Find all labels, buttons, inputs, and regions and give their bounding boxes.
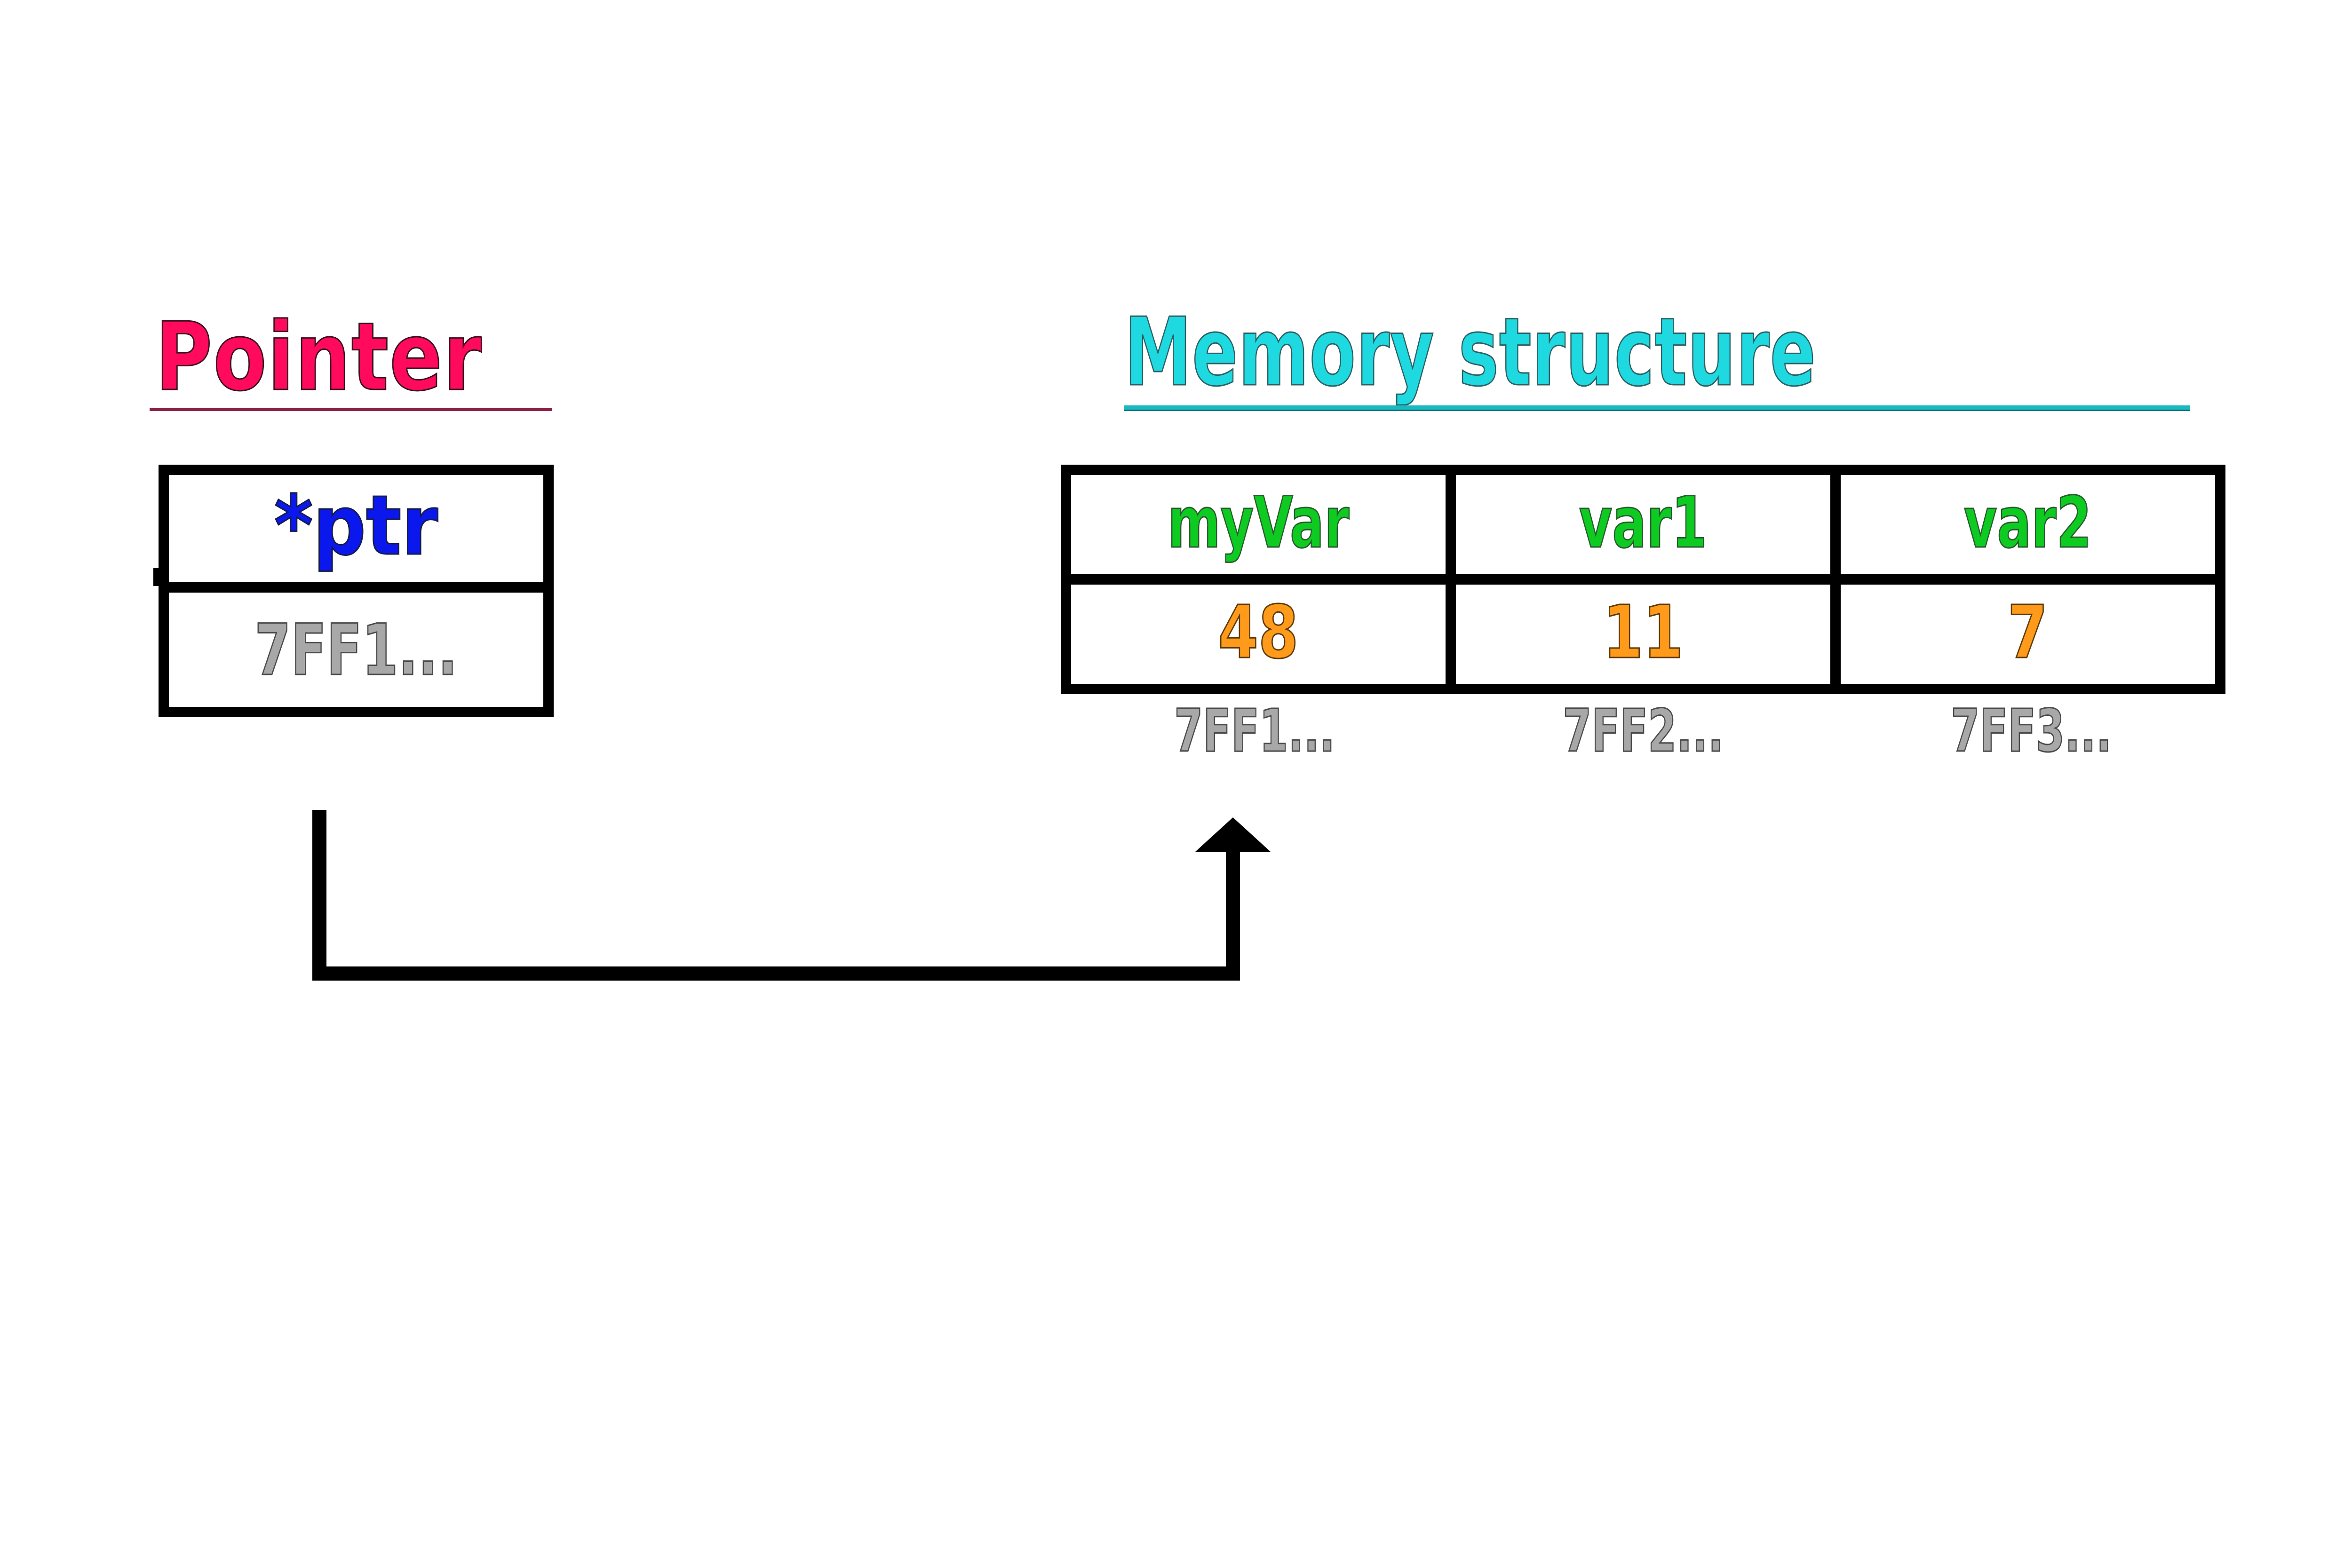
memory-name-cell-0: myVar (1071, 475, 1446, 574)
pointer-box-divider-tick (153, 568, 164, 586)
pointer-box: *ptr 7FF1... (159, 465, 554, 717)
pointer-title-underline (150, 408, 552, 411)
memory-title-underline (1124, 405, 2190, 410)
memory-value-cell-2: 7 (1841, 585, 2215, 684)
memory-address-row: 7FF1... 7FF2... 7FF3... (1061, 697, 2225, 765)
pointer-section-title: Pointer (155, 302, 483, 412)
pointer-address-cell: 7FF1... (169, 593, 543, 708)
memory-variable-value: 11 (1602, 590, 1684, 675)
memory-value-cell-1: 11 (1456, 585, 1830, 684)
memory-address-label: 7FF1... (1174, 697, 1336, 765)
memory-variable-name: var2 (1963, 482, 2092, 564)
memory-name-cell-1: var1 (1456, 475, 1830, 574)
arrow-shaft (312, 810, 1240, 981)
memory-address-label: 7FF2... (1562, 697, 1724, 765)
pointer-name-label: *ptr (274, 478, 439, 574)
pointer-address-value: 7FF1... (254, 609, 458, 691)
memory-address-cell-1: 7FF2... (1449, 697, 1837, 765)
memory-section-title: Memory structure (1124, 298, 1817, 407)
memory-address-label: 7FF3... (1950, 697, 2112, 765)
memory-variable-value: 48 (1217, 590, 1299, 675)
memory-address-cell-2: 7FF3... (1837, 697, 2225, 765)
arrow-head-icon (1195, 817, 1271, 852)
pointer-box-divider (169, 582, 543, 593)
pointer-name-cell: *ptr (169, 475, 543, 582)
memory-variable-name: myVar (1167, 482, 1350, 564)
memory-value-cell-0: 48 (1071, 585, 1446, 684)
memory-address-cell-0: 7FF1... (1061, 697, 1449, 765)
memory-variable-value: 7 (2007, 590, 2049, 675)
memory-name-cell-2: var2 (1841, 475, 2215, 574)
memory-variable-name: var1 (1579, 482, 1708, 564)
memory-table: myVar var1 var2 48 11 7 (1061, 465, 2225, 694)
